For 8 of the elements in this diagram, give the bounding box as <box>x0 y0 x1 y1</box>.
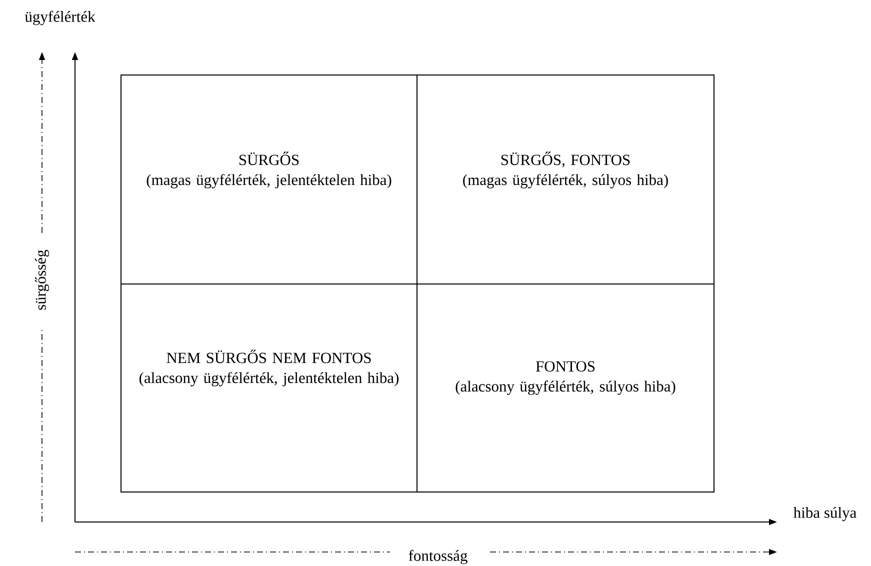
axis-label: ügyfélérték <box>24 10 96 26</box>
matrix-cell: SÜRGŐS, FONTOS (magas ügyfélérték, súlyos hiba) <box>416 74 714 284</box>
matrix-cell: SÜRGŐS (magas ügyfélérték, jelentéktelen hiba) <box>120 74 418 284</box>
axis-label: fontosság <box>408 550 468 564</box>
matrix-cell: NEM SÜRGŐS NEM FONTOS (alacsony ügyfélérték, jelentéktelen hiba) <box>120 284 418 492</box>
axis-label: sürgősség <box>34 250 50 310</box>
axis-label: hiba súlya <box>794 506 856 522</box>
matrix-cell: FONTOS (alacsony ügyfélérték, súlyos hiba) <box>416 284 714 492</box>
